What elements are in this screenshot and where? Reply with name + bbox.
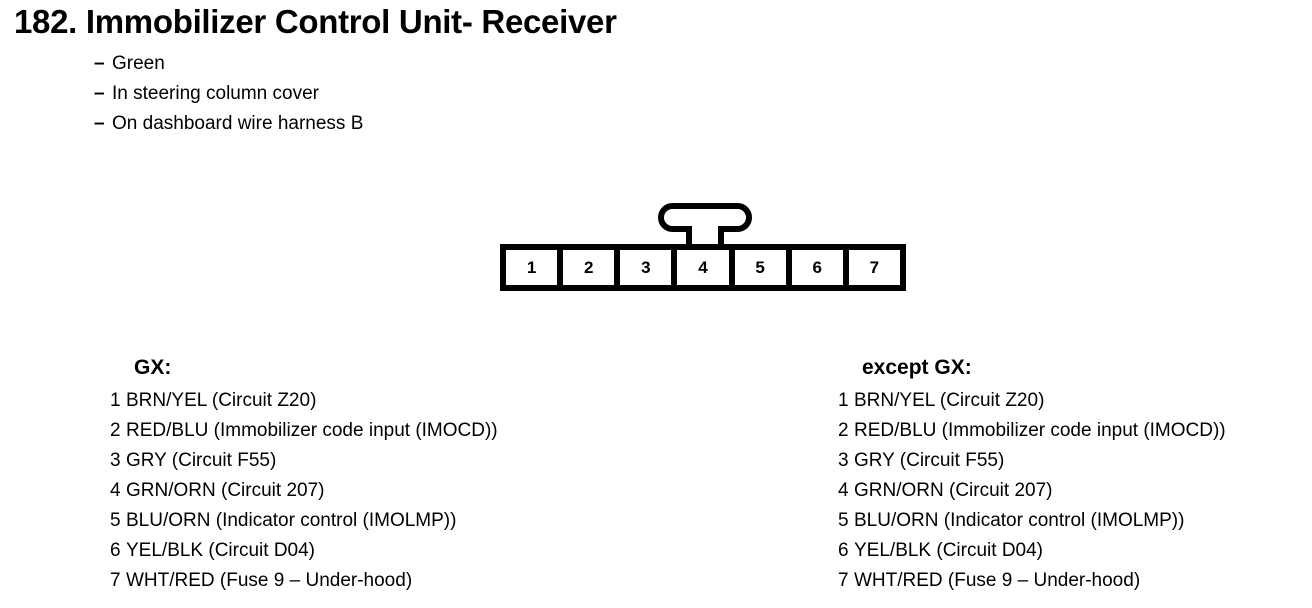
legend-pin-number: 4: [110, 480, 121, 501]
legend-pin-label: GRY (Circuit F55): [126, 450, 277, 471]
legend-pin-label: GRY (Circuit F55): [854, 450, 1005, 471]
dash-icon: –: [94, 83, 105, 104]
legend-row: 7 WHT/RED (Fuse 9 – Under-hood): [110, 570, 498, 600]
connector-pin-4: 4: [677, 250, 735, 285]
note-item: – Green: [94, 53, 363, 83]
connector-pin-6: 6: [791, 250, 849, 285]
locking-tab-neck-icon: [686, 226, 724, 249]
legend-pin-label: YEL/BLK (Circuit D04): [126, 540, 316, 561]
page-title: 182. Immobilizer Control Unit- Receiver: [14, 3, 617, 40]
legend-heading: GX:: [134, 356, 172, 379]
legend-row: 4 GRN/ORN (Circuit 207): [838, 480, 1226, 510]
legend-pin-label: YEL/BLK (Circuit D04): [854, 540, 1044, 561]
legend-pin-number: 1: [110, 390, 121, 411]
connector-notes-list: – Green – In steering column cover – On …: [94, 53, 363, 143]
legend-row: 2 RED/BLU (Immobilizer code input (IMOCD…: [838, 420, 1226, 450]
legend-pin-number: 5: [838, 510, 849, 531]
legend-heading: except GX:: [862, 356, 972, 379]
legend-pin-number: 2: [838, 420, 849, 441]
legend-row: 7 WHT/RED (Fuse 9 – Under-hood): [838, 570, 1226, 600]
legend-pin-label: BRN/YEL (Circuit Z20): [126, 390, 317, 411]
legend-row: 3 GRY (Circuit F55): [838, 450, 1226, 480]
note-item: – In steering column cover: [94, 83, 363, 113]
legend-pin-number: 3: [110, 450, 121, 471]
legend-pin-label: BLU/ORN (Indicator control (IMOLMP)): [126, 510, 457, 531]
legend-row: 5 BLU/ORN (Indicator control (IMOLMP)): [838, 510, 1226, 540]
legend-row: 1 BRN/YEL (Circuit Z20): [110, 390, 498, 420]
dash-icon: –: [94, 113, 105, 134]
legend-row: 6 YEL/BLK (Circuit D04): [838, 540, 1226, 570]
legend-pin-label: GRN/ORN (Circuit 207): [854, 480, 1053, 501]
legend-pin-number: 3: [838, 450, 849, 471]
legend-row: 5 BLU/ORN (Indicator control (IMOLMP)): [110, 510, 498, 540]
legend-pin-number: 1: [838, 390, 849, 411]
connector-pin-3: 3: [620, 250, 678, 285]
connector-pin-1: 1: [506, 250, 564, 285]
legend-pin-label: BLU/ORN (Indicator control (IMOLMP)): [854, 510, 1185, 531]
pin-legend-gx: GX: 1 BRN/YEL (Circuit Z20) 2 RED/BLU (I…: [110, 355, 498, 600]
connector-pin-5: 5: [734, 250, 792, 285]
connector-pin-7: 7: [848, 250, 900, 285]
legend-row: 6 YEL/BLK (Circuit D04): [110, 540, 498, 570]
note-text: On dashboard wire harness B: [112, 113, 364, 134]
legend-pin-label: RED/BLU (Immobilizer code input (IMOCD)): [854, 420, 1226, 441]
legend-pin-label: RED/BLU (Immobilizer code input (IMOCD)): [126, 420, 498, 441]
dash-icon: –: [94, 53, 105, 74]
legend-pin-number: 2: [110, 420, 121, 441]
note-text: In steering column cover: [112, 83, 319, 104]
legend-pin-label: BRN/YEL (Circuit Z20): [854, 390, 1045, 411]
legend-pin-label: WHT/RED (Fuse 9 – Under-hood): [854, 570, 1141, 591]
legend-pin-number: 7: [110, 570, 121, 591]
note-item: – On dashboard wire harness B: [94, 113, 363, 143]
legend-row: 4 GRN/ORN (Circuit 207): [110, 480, 498, 510]
legend-row: 2 RED/BLU (Immobilizer code input (IMOCD…: [110, 420, 498, 450]
legend-pin-number: 6: [110, 540, 121, 561]
legend-pin-number: 5: [110, 510, 121, 531]
connector-pin-row: 1 2 3 4 5 6 7: [500, 244, 906, 291]
legend-row: 1 BRN/YEL (Circuit Z20): [838, 390, 1226, 420]
legend-pin-label: WHT/RED (Fuse 9 – Under-hood): [126, 570, 413, 591]
legend-row: 3 GRY (Circuit F55): [110, 450, 498, 480]
connector-pin-2: 2: [563, 250, 621, 285]
legend-pin-number: 4: [838, 480, 849, 501]
note-text: Green: [112, 53, 165, 74]
legend-pin-label: GRN/ORN (Circuit 207): [126, 480, 325, 501]
connector-diagram: 1 2 3 4 5 6 7: [500, 203, 906, 291]
pin-legend-except-gx: except GX: 1 BRN/YEL (Circuit Z20) 2 RED…: [838, 355, 1226, 600]
legend-pin-number: 7: [838, 570, 849, 591]
legend-pin-number: 6: [838, 540, 849, 561]
